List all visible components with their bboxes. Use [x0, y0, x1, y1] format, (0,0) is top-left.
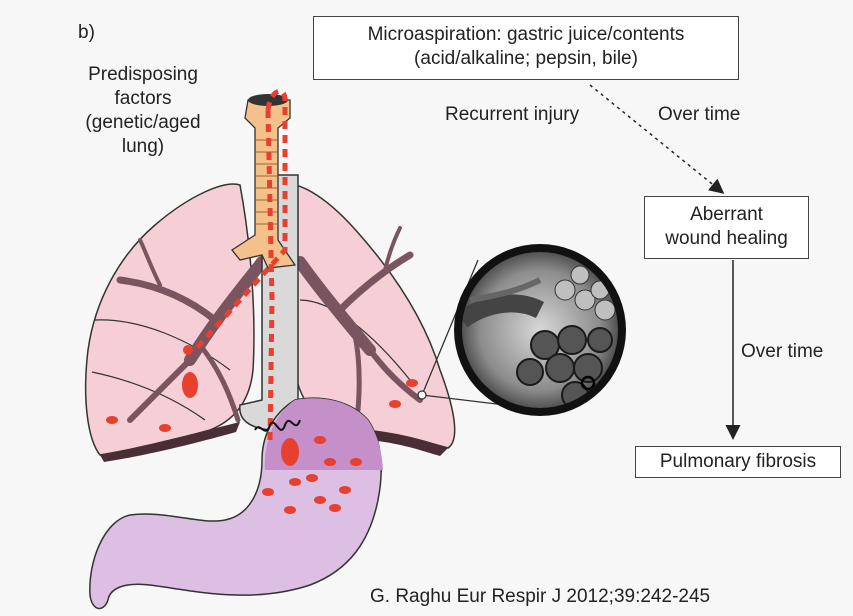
dotted-arrow	[590, 85, 722, 192]
citation: G. Raghu Eur Respir J 2012;39:242-245	[370, 585, 710, 609]
over-time-label-1: Over time	[658, 103, 740, 127]
alveoli-magnifier	[454, 244, 626, 416]
pulmonary-fibrosis-text: Pulmonary fibrosis	[636, 450, 840, 474]
microaspiration-line1: Microaspiration: gastric juice/contents	[314, 23, 738, 47]
aberrant-line1: Aberrant	[645, 203, 808, 227]
predisposing-line4: lung)	[78, 135, 208, 159]
predisposing-line1: Predisposing	[78, 63, 208, 87]
magnifier-spot	[418, 391, 426, 399]
left-lung	[86, 184, 254, 455]
predisposing-line3: (genetic/aged	[78, 111, 208, 135]
aberrant-box: Aberrant wound healing	[644, 196, 809, 259]
microaspiration-box: Microaspiration: gastric juice/contents …	[313, 16, 739, 80]
predisposing-label: Predisposing factors (genetic/aged lung)	[78, 63, 208, 159]
pulmonary-fibrosis-box: Pulmonary fibrosis	[635, 446, 841, 478]
over-time-label-2: Over time	[741, 340, 823, 364]
predisposing-line2: factors	[78, 87, 208, 111]
recurrent-injury-label: Recurrent injury	[445, 103, 579, 127]
aberrant-line2: wound healing	[645, 227, 808, 251]
panel-label: b)	[78, 21, 95, 45]
microaspiration-line2: (acid/alkaline; pepsin, bile)	[314, 47, 738, 71]
